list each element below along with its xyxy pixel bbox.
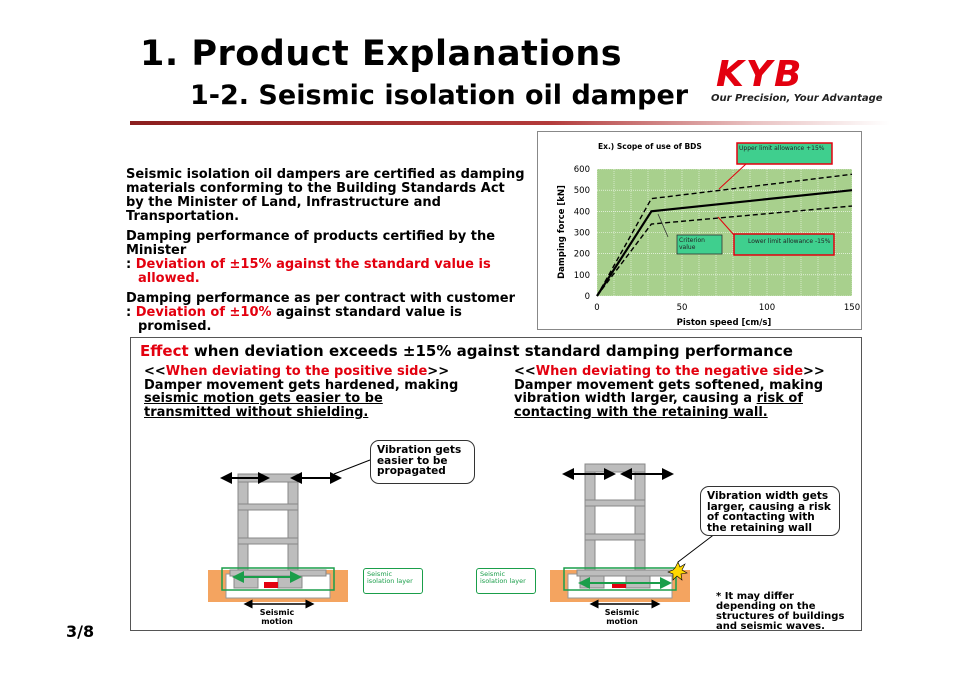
y-tick-label: 500: [574, 186, 590, 196]
chart-grid: [596, 168, 853, 297]
effect-title: Effect when deviation exceeds ±15% again…: [140, 342, 793, 360]
x-tick-labels: 0 50 100 150: [594, 303, 860, 313]
negative-side-text: <<When deviating to the negative side>> …: [514, 364, 825, 420]
intro-paragraph-2: Damping performance of products certifie…: [126, 230, 526, 286]
upper-label-box: [736, 142, 833, 165]
criterion-label-leader: [657, 213, 669, 238]
y-tick-label: 100: [574, 271, 590, 281]
kyb-logo-text: KYB: [716, 56, 803, 90]
upper-label-leader: [718, 163, 747, 190]
x-tick-label: 0: [594, 303, 599, 313]
lower-label-leader: [717, 216, 735, 236]
x-axis-label: Piston speed [cm/s]: [677, 318, 772, 328]
x-tick-label: 150: [844, 303, 860, 313]
header-rule: [130, 121, 890, 125]
series-line-2: [596, 205, 853, 297]
kyb-logo: KYB: [716, 56, 803, 90]
intro-p3-text: Damping performance as per contract with…: [126, 291, 516, 306]
footnote: * It may differ depending on the structu…: [716, 591, 845, 632]
criterion-label-text: Criterion value: [679, 237, 705, 251]
callout-right: Vibration width gets larger, causing a r…: [700, 486, 840, 536]
tagline: Our Precision, Your Advantage: [711, 93, 883, 104]
seismic-motion-label-left: Seismic motion: [259, 608, 295, 626]
lower-label-box: [733, 233, 835, 256]
series-line-0: [596, 189, 853, 297]
page-title: 1. Product Explanations: [140, 34, 623, 74]
x-tick-label: 50: [677, 303, 688, 313]
page-subtitle: 1-2. Seismic isolation oil damper: [190, 80, 689, 111]
damping-chart: Ex.) Scope of use of BDS 0 100 200 300 400 50…: [537, 131, 862, 330]
seismic-motion-label-right: Seismic motion: [604, 608, 640, 626]
y-tick-label: 600: [574, 165, 590, 175]
intro-text: Seismic isolation oil dampers are certif…: [126, 168, 526, 340]
y-tick-label: 0: [585, 292, 590, 302]
right-building: [550, 463, 721, 609]
damping-chart-svg: Ex.) Scope of use of BDS 0 100 200 300 400 50…: [557, 142, 860, 328]
effect-box: [130, 337, 862, 631]
impact-star-icon: [667, 561, 688, 581]
intro-p3-detail: : Deviation of ±10% against standard val…: [126, 305, 462, 334]
y-tick-label: 200: [574, 250, 590, 260]
positive-side-text: <<When deviating to the positive side>> …: [144, 364, 459, 420]
y-axis-label: Damping force [kN]: [557, 185, 567, 279]
page-number: 3/8: [66, 622, 95, 641]
intro-p2-text: Damping performance of products certifie…: [126, 229, 496, 258]
upper-label-text: Upper limit allowance +15%: [739, 145, 825, 152]
callout-left: Vibration gets easier to be propagated: [370, 440, 475, 484]
intro-p2-detail: : Deviation of ±15% against the standard…: [126, 257, 491, 286]
building-illustrations: [208, 459, 721, 609]
criterion-label-box: [676, 234, 723, 255]
isolation-layer-label-left: Seismic isolation layer: [363, 568, 423, 594]
y-tick-label: 300: [574, 229, 590, 239]
left-building: [208, 459, 371, 609]
y-tick-label: 400: [574, 207, 590, 217]
intro-paragraph-3: Damping performance as per contract with…: [126, 292, 526, 334]
y-tick-labels: 0 100 200 300 400 500 600: [574, 165, 590, 302]
x-tick-label: 100: [759, 303, 775, 313]
isolation-layer-label-right: Seismic isolation layer: [476, 568, 536, 594]
chart-title: Ex.) Scope of use of BDS: [598, 142, 702, 151]
lower-label-text: Lower limit allowance -15%: [748, 238, 831, 245]
chart-series: [596, 173, 853, 297]
intro-paragraph-1: Seismic isolation oil dampers are certif…: [126, 167, 525, 224]
